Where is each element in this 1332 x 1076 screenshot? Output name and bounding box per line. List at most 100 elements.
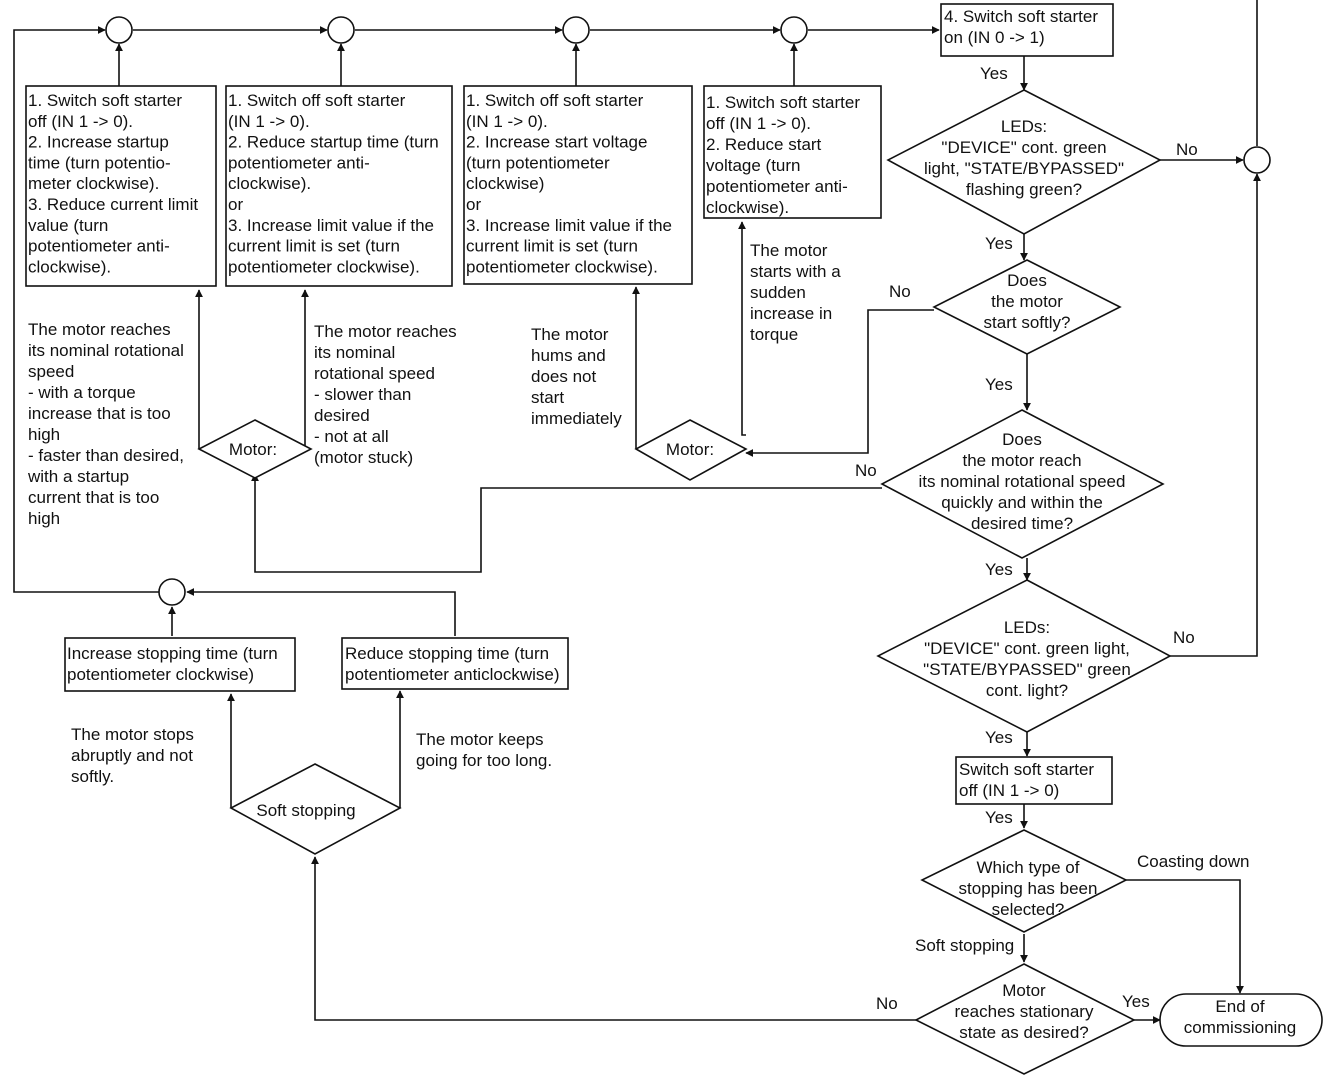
text-line: "DEVICE" cont. green light, — [924, 639, 1130, 658]
text-line: potentiometer clockwise). — [466, 257, 658, 276]
text-line: sudden — [750, 283, 806, 302]
text-line: potentiometer anticlockwise) — [345, 665, 559, 684]
text-line: stopping has been — [959, 879, 1098, 898]
stop-type-text: Which type of stopping has been selected? — [959, 858, 1098, 919]
text-line: clockwise). — [228, 174, 311, 193]
text-line: starts with a — [750, 262, 841, 281]
text-line: Does — [1007, 271, 1047, 290]
junction-circle — [327, 16, 355, 44]
text-line: immediately — [531, 409, 622, 428]
text-line: start softly? — [984, 313, 1071, 332]
decision-led2: LEDs:"DEVICE" cont. green light,"STATE/B… — [876, 579, 1172, 733]
text-line: cont. light? — [986, 681, 1068, 700]
text-line: selected? — [992, 900, 1065, 919]
text-line: clockwise). — [706, 198, 789, 217]
edge-label-no: No — [1176, 140, 1198, 159]
text-line: with a startup — [27, 467, 129, 486]
edge-label-yes: Yes — [985, 375, 1013, 394]
text-line: - with a torque — [28, 383, 136, 402]
text-line: 2. Increase startup — [28, 133, 169, 152]
text-line: hums and — [531, 346, 606, 365]
text-line: softly. — [71, 767, 114, 786]
edge-label-yes: Yes — [985, 560, 1013, 579]
edge-label-yes: Yes — [980, 64, 1008, 83]
text-line: - not at all — [314, 427, 389, 446]
text-line: potentiometer anti- — [228, 153, 370, 172]
text-line: 1. Switch soft starter — [706, 93, 860, 112]
text-line: LEDs: — [1001, 117, 1047, 136]
text-line: The motor reaches — [314, 322, 457, 341]
text-line: 3. Increase limit value if the — [228, 216, 434, 235]
switch-on-box: 4. Switch soft starter on (IN 0 -> 1) — [940, 3, 1114, 57]
text-line: its nominal rotational — [28, 341, 184, 360]
text-line: light, "STATE/BYPASSED" — [924, 159, 1124, 178]
text-line: off (IN 1 -> 0). — [706, 114, 811, 133]
edge-label-no: No — [1173, 628, 1195, 647]
connector-coasting — [1120, 879, 1244, 994]
increase-stopping-text: Increase stopping time (turn potentiomete… — [67, 644, 278, 684]
text-line: - faster than desired, — [28, 446, 184, 465]
text-line: going for too long. — [416, 751, 552, 770]
connector-stationary-no — [311, 856, 916, 1021]
decision-motor-left: Motor: — [197, 419, 313, 479]
connector-softstart-no — [745, 309, 934, 457]
text-line: 2. Reduce start — [706, 135, 822, 154]
text-line: Increase stopping time (turn — [67, 644, 278, 663]
text-line: (IN 1 -> 0). — [228, 112, 310, 131]
annotations: The motor reaches its nominal rotational s… — [27, 241, 841, 786]
text-line: on (IN 0 -> 1) — [944, 28, 1045, 47]
edge-label-yes: Yes — [1122, 992, 1150, 1011]
text-line: The motor keeps — [416, 730, 544, 749]
connector-led2-no — [1138, 173, 1261, 657]
text-line: voltage (turn — [706, 156, 801, 175]
text-line: the motor reach — [962, 451, 1081, 470]
edge-label-yes: Yes — [985, 728, 1013, 747]
junctions — [105, 16, 1271, 606]
junction-circle — [158, 578, 186, 606]
text-line: its nominal — [314, 343, 395, 362]
text-line: 2. Reduce startup time (turn — [228, 133, 439, 152]
text-line: increase in — [750, 304, 832, 323]
text-line: clockwise). — [28, 257, 111, 276]
text-line: 2. Increase start voltage — [466, 133, 647, 152]
text-line: quickly and within the — [941, 493, 1103, 512]
decision-soft-stopping: Soft stopping — [229, 763, 402, 855]
connectors — [13, 0, 1261, 1024]
text-line: The motor reaches — [28, 320, 171, 339]
connector-red-stop-j5 — [186, 588, 456, 636]
connector-reach-no — [251, 473, 882, 573]
text-line: 4. Switch soft starter — [944, 7, 1098, 26]
text-line: current limit is set (turn — [466, 237, 638, 256]
text-line: potentiometer clockwise). — [228, 257, 420, 276]
switch-on-text: 4. Switch soft starter on (IN 0 -> 1) — [944, 7, 1098, 47]
text-line: - slower than — [314, 385, 411, 404]
text-line: clockwise) — [466, 174, 544, 193]
junction-circle — [780, 16, 808, 44]
text-line: (turn potentiometer — [466, 153, 610, 172]
text-line: does not — [531, 367, 596, 386]
text-line: Which type of — [977, 858, 1080, 877]
edge-label-no: No — [889, 282, 911, 301]
text-line: potentiometer clockwise) — [67, 665, 254, 684]
motor-left-text: Motor: — [229, 440, 277, 459]
text-line: meter clockwise). — [28, 174, 159, 193]
box4-text: 1. Switch soft starter off (IN 1 -> 0). 2.… — [706, 93, 860, 217]
edge-label-soft-stopping: Soft stopping — [915, 936, 1014, 955]
text-line: or — [466, 195, 481, 214]
process-box-4: 1. Switch soft starter off (IN 1 -> 0). 2.… — [703, 85, 882, 219]
text-line: high — [28, 509, 60, 528]
junction-circle — [105, 16, 133, 44]
